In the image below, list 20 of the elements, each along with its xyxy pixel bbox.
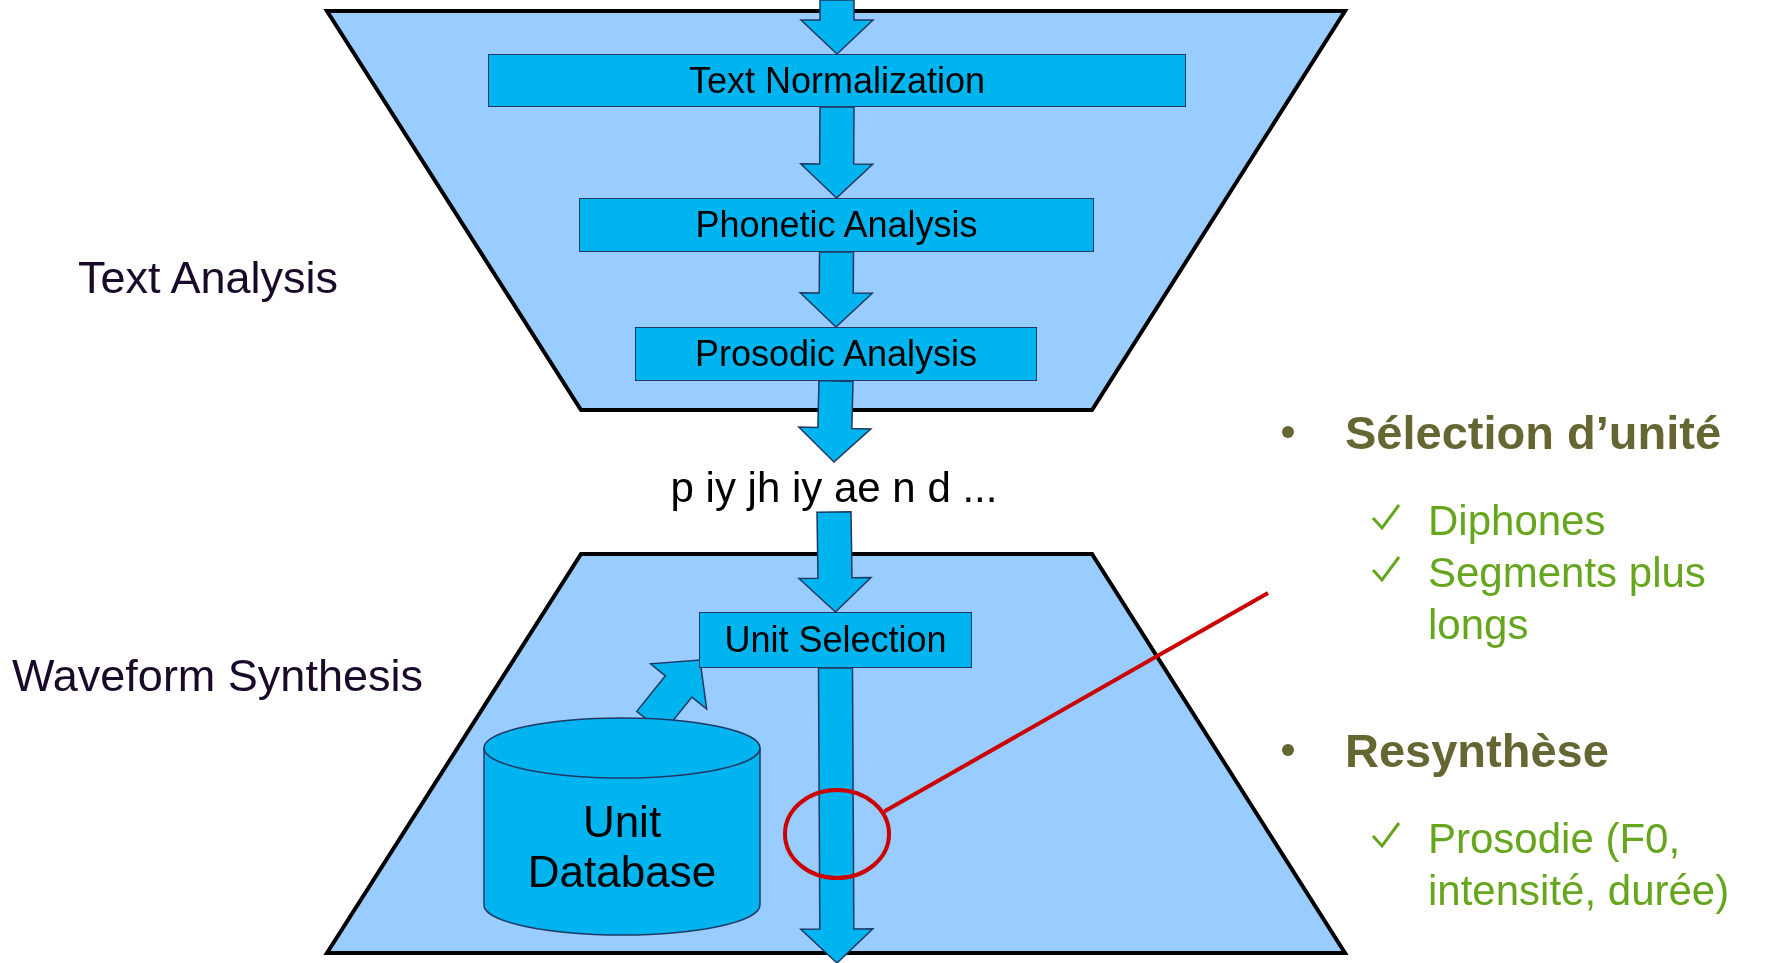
- bullet-heading: Sélection d’unité: [1345, 406, 1723, 460]
- block-arrow: [798, 667, 875, 963]
- section-label: Waveform Synthesis: [12, 649, 423, 703]
- process-box: Unit Selection: [699, 612, 972, 668]
- bullet-item: Segments plus longs: [1428, 548, 1707, 650]
- highlight-circle: [783, 788, 891, 880]
- bullet-item: Diphones: [1428, 496, 1607, 546]
- bullet-heading: Resynthèse: [1345, 724, 1610, 778]
- bullet-item: Prosodie (F0, intensité, durée): [1428, 814, 1731, 916]
- block-arrow: [798, 251, 875, 329]
- section-label: Text Analysis: [78, 251, 339, 305]
- database-cylinder: Unit Database: [482, 716, 762, 937]
- block-arrow: [798, 106, 875, 200]
- process-box: Prosodic Analysis: [635, 327, 1037, 381]
- block-arrow: [799, 0, 875, 56]
- phoneme-text: p iy jh iy ae n d ...: [634, 462, 1034, 512]
- block-arrow: [797, 511, 873, 614]
- process-box: Phonetic Analysis: [579, 198, 1094, 252]
- block-arrow: [797, 379, 873, 464]
- process-box: Text Normalization: [488, 54, 1186, 107]
